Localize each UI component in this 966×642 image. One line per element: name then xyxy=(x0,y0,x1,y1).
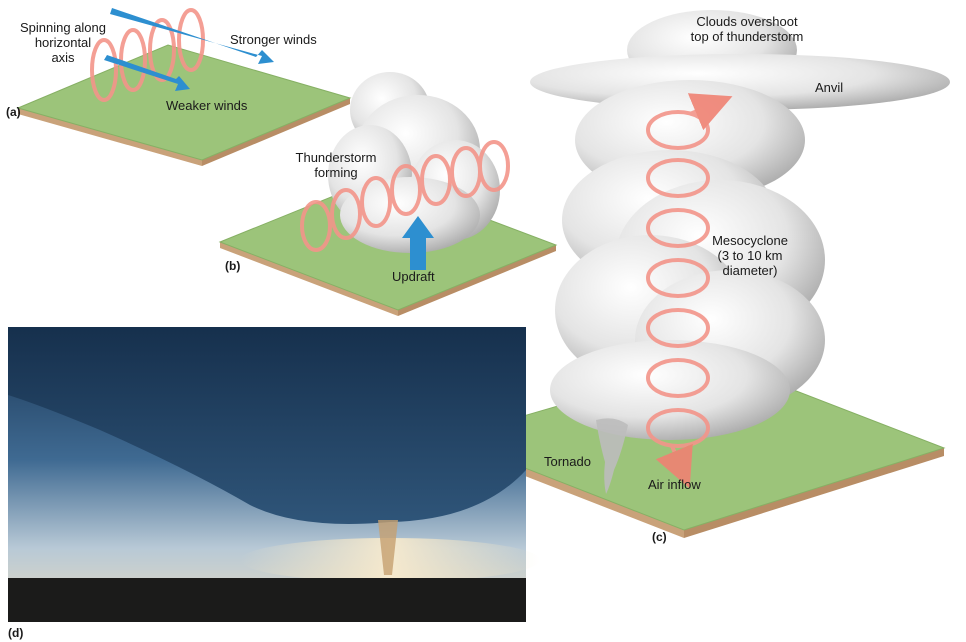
supercell-cloud xyxy=(530,10,950,440)
air-inflow-label: Air inflow xyxy=(648,477,701,492)
panel-a-ground xyxy=(16,44,352,161)
panel-c-letter: (c) xyxy=(652,530,667,544)
mesocyclone-line-2: (3 to 10 km xyxy=(717,248,783,263)
stronger-winds-arrow xyxy=(110,8,274,64)
panel-a xyxy=(16,8,352,166)
spinning-line-1: Spinning along xyxy=(19,20,107,35)
weaker-winds-label: Weaker winds xyxy=(166,98,248,113)
mesocyclone-line-3: diameter) xyxy=(722,263,778,278)
panel-b-horizontal-spiral xyxy=(300,140,510,252)
thunderstorm-forming-label: Thunderstorm forming xyxy=(286,150,386,180)
anvil-label: Anvil xyxy=(815,80,844,95)
photo-tornado xyxy=(378,520,398,575)
stronger-winds-label: Stronger winds xyxy=(230,32,317,47)
spinning-line-3: axis xyxy=(51,50,75,65)
panel-b-letter: (b) xyxy=(225,259,241,273)
panel-c xyxy=(446,10,950,538)
weaker-winds-arrow xyxy=(104,55,190,91)
clouds-line-1: Clouds overshoot xyxy=(696,14,798,29)
panel-a-ground-edge xyxy=(18,108,202,166)
panel-b-ground-edge-right xyxy=(398,245,556,316)
thunderstorm-line-1: Thunderstorm xyxy=(295,150,377,165)
panel-d-photo xyxy=(8,327,540,622)
photo-storm-cloud xyxy=(8,327,526,524)
panel-d-letter: (d) xyxy=(8,626,24,640)
panel-b xyxy=(218,72,558,316)
mesocyclone-label: Mesocyclone (3 to 10 km diameter) xyxy=(700,233,800,278)
thunderstorm-line-2: forming xyxy=(314,165,358,180)
updraft-label: Updraft xyxy=(392,269,435,284)
mesocyclone-spiral xyxy=(646,93,733,489)
clouds-overshoot-label: Clouds overshoot top of thunderstorm xyxy=(672,14,822,44)
tornado-funnel xyxy=(596,418,628,494)
updraft-arrow xyxy=(402,216,434,270)
spinning-axis-label: Spinning along horizontal axis xyxy=(8,20,118,65)
mesocyclone-line-1: Mesocyclone xyxy=(712,233,788,248)
panel-b-ground-edge xyxy=(220,242,398,316)
panel-a-ground-edge-right xyxy=(202,98,350,166)
clouds-line-2: top of thunderstorm xyxy=(690,29,804,44)
tornado-label: Tornado xyxy=(544,454,591,469)
spinning-line-2: horizontal xyxy=(34,35,92,50)
panel-a-letter: (a) xyxy=(6,105,21,119)
panel-c-ground-edge-right xyxy=(684,448,944,538)
photo-ground xyxy=(8,578,526,622)
